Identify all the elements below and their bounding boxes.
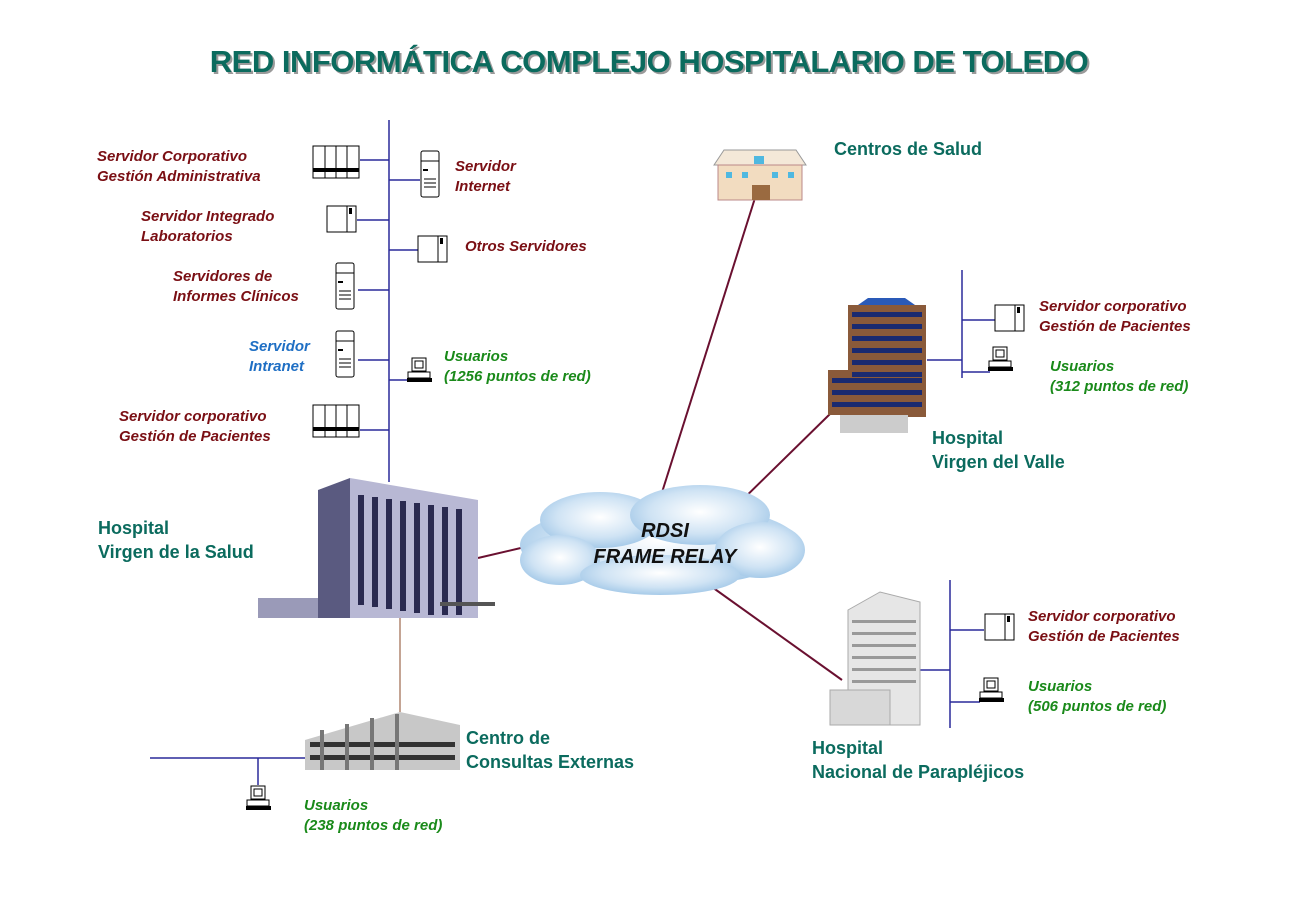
label-otros-servidores: Otros Servidores — [465, 238, 587, 255]
building-virgen-salud — [258, 478, 495, 618]
building-virgen-valle — [828, 298, 926, 433]
building-consultas — [305, 712, 460, 770]
diagram-title: RED INFORMÁTICA COMPLEJO HOSPITALARIO DE… — [209, 44, 1089, 79]
label-usuarios-valle: Usuarios(312 puntos de red) — [1050, 358, 1189, 395]
lan-virgen-salud — [357, 120, 420, 482]
label-usuarios-consultas: Usuarios(238 puntos de red) — [304, 797, 443, 834]
wan-links — [477, 197, 843, 681]
centros-salud-name: Centros de Salud — [834, 139, 983, 159]
label-usuarios-paraplejicos: Usuarios(506 puntos de red) — [1028, 678, 1167, 715]
building-paraplejicos — [829, 591, 921, 726]
building-centros-salud — [713, 149, 807, 201]
label-usuarios-virgen-salud: Usuarios(1256 puntos de red) — [444, 348, 591, 385]
cloud-shape — [520, 485, 805, 595]
